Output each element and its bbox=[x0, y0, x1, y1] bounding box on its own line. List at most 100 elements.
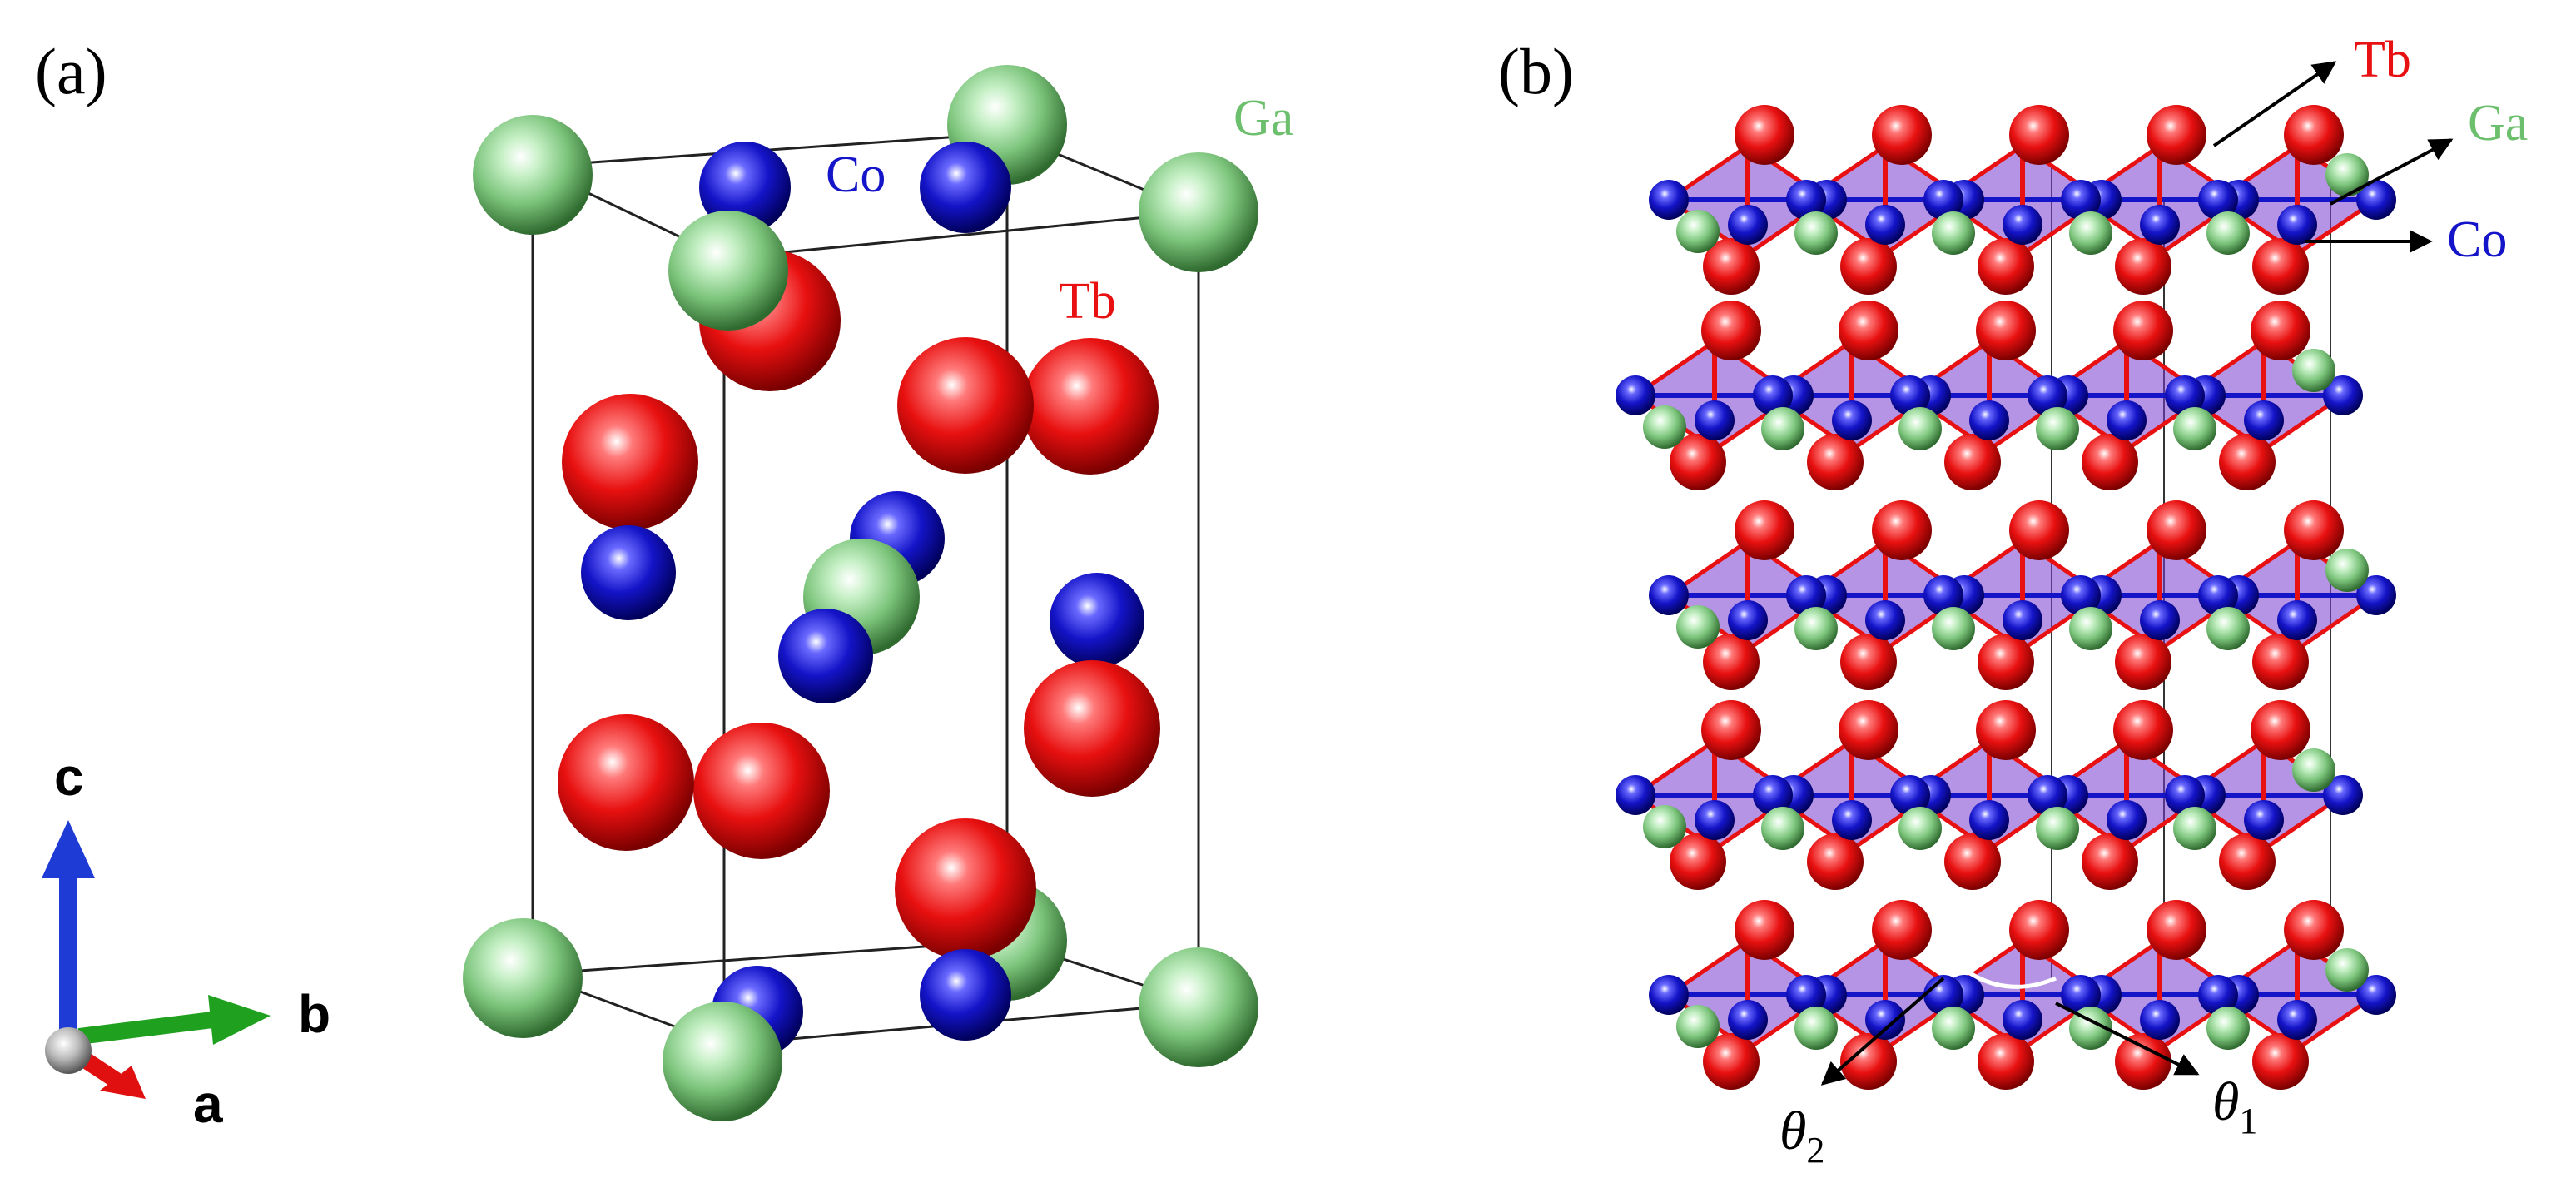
tb-atom bbox=[2252, 238, 2309, 295]
co-atom bbox=[2140, 600, 2180, 640]
tb-atom bbox=[1701, 301, 1761, 360]
tb-atom bbox=[2009, 105, 2069, 165]
ga-atom bbox=[2292, 748, 2335, 792]
tb-atom bbox=[2284, 900, 2344, 960]
tb-atom bbox=[2147, 500, 2206, 560]
tb-atom bbox=[1735, 500, 1794, 560]
ga-atom bbox=[1761, 807, 1804, 850]
tb-atom bbox=[2251, 700, 2310, 760]
tb-atom bbox=[1944, 833, 2001, 890]
tb-atom bbox=[2284, 500, 2344, 560]
co-atom bbox=[1753, 775, 1793, 815]
tb-atom bbox=[1872, 105, 1932, 165]
a-axis-arrow bbox=[100, 1066, 146, 1099]
tb-atom bbox=[1735, 105, 1794, 165]
theta1-arrow bbox=[2055, 1002, 2200, 1076]
ga-atom bbox=[1139, 947, 1258, 1067]
co-atom bbox=[1923, 180, 1963, 220]
co-atom bbox=[2165, 375, 2205, 415]
co-atom bbox=[1969, 400, 2009, 440]
theta2-arrow bbox=[1820, 977, 1945, 1086]
tb-atom bbox=[1839, 301, 1898, 360]
co-atom bbox=[1923, 575, 1963, 615]
co-atom bbox=[1753, 375, 1793, 415]
co-atom bbox=[2061, 180, 2101, 220]
theta2-label: θ2 bbox=[1779, 1101, 1824, 1171]
tb-label: Tb bbox=[1059, 273, 1116, 330]
panel-a-atoms bbox=[463, 65, 1258, 1121]
ga-atom bbox=[1932, 1007, 1975, 1050]
co-atom bbox=[2003, 600, 2042, 640]
tb-atom bbox=[1735, 900, 1794, 960]
co-atom bbox=[1695, 800, 1735, 840]
axis-triad bbox=[42, 820, 271, 1099]
ga-label-b: Ga bbox=[2468, 95, 2528, 152]
co-atom bbox=[1649, 180, 1689, 220]
co-atom bbox=[1832, 400, 1872, 440]
co-atom bbox=[2061, 575, 2101, 615]
ga-atom bbox=[2173, 407, 2216, 450]
co-atom bbox=[2198, 975, 2238, 1015]
co-atom bbox=[1616, 775, 1655, 815]
tb-atom bbox=[1703, 1033, 1760, 1090]
octahedral-network bbox=[1616, 105, 2396, 1090]
ga-atom bbox=[668, 211, 788, 331]
co-atom bbox=[2165, 775, 2205, 815]
ga-atom bbox=[1794, 1007, 1838, 1050]
b-axis-label: b bbox=[298, 984, 330, 1044]
co-atom bbox=[1728, 600, 1768, 640]
ga-atom bbox=[1643, 405, 1686, 449]
ga-atom bbox=[1676, 210, 1720, 253]
co-atom bbox=[699, 142, 791, 233]
theta1-subscript: 1 bbox=[2239, 1101, 2257, 1141]
tb-atom bbox=[2251, 301, 2310, 360]
tb-atom bbox=[1840, 238, 1897, 295]
co-atom bbox=[581, 525, 676, 620]
co-atom bbox=[1865, 1000, 1905, 1040]
tb-atom bbox=[1701, 700, 1761, 760]
co-atom bbox=[2028, 775, 2067, 815]
tb-atom bbox=[1703, 634, 1760, 690]
ga-atom bbox=[663, 1002, 782, 1121]
co-atom bbox=[2277, 205, 2317, 245]
tb-atom bbox=[895, 818, 1036, 960]
tb-atom bbox=[2115, 634, 2171, 690]
b-axis-arrow bbox=[208, 995, 271, 1045]
co-atom bbox=[1616, 375, 1655, 415]
co-atom bbox=[1695, 400, 1735, 440]
co-atom bbox=[2003, 1000, 2042, 1040]
co-atom bbox=[2198, 180, 2238, 220]
ga-atom bbox=[2292, 349, 2335, 392]
tb-atom bbox=[2082, 434, 2138, 490]
co-atom bbox=[2356, 575, 2396, 615]
ga-atom bbox=[1898, 807, 1942, 850]
tb-atom bbox=[1840, 634, 1897, 690]
tb-atom bbox=[2147, 105, 2206, 165]
bond-angle-arc bbox=[1946, 954, 2057, 989]
co-atom bbox=[1832, 800, 1872, 840]
co-label: Co bbox=[826, 147, 886, 203]
co-atom bbox=[2323, 375, 2363, 415]
tb-atom bbox=[1807, 833, 1864, 890]
tb-pointer-arrow bbox=[2212, 61, 2337, 147]
co-atom bbox=[2028, 375, 2067, 415]
tb-label-b: Tb bbox=[2354, 32, 2411, 88]
co-atom bbox=[2244, 800, 2284, 840]
co-atom bbox=[778, 609, 873, 703]
ga-atom bbox=[1932, 607, 1975, 650]
tb-atom bbox=[2219, 434, 2276, 490]
ga-atom bbox=[473, 115, 593, 235]
theta2-subscript: 2 bbox=[1806, 1130, 1824, 1171]
ga-atom bbox=[2069, 607, 2112, 650]
tb-atom bbox=[1978, 634, 2034, 690]
ga-atom bbox=[2206, 1007, 2250, 1050]
co-atom bbox=[2244, 400, 2284, 440]
tb-atom bbox=[2147, 900, 2206, 960]
ga-atom bbox=[2069, 211, 2112, 255]
co-atom bbox=[1786, 975, 1826, 1015]
panel-a: (a) bbox=[35, 35, 1293, 1134]
co-atom bbox=[2061, 975, 2101, 1015]
tb-atom bbox=[1670, 434, 1726, 490]
tb-atom bbox=[2115, 1033, 2171, 1090]
